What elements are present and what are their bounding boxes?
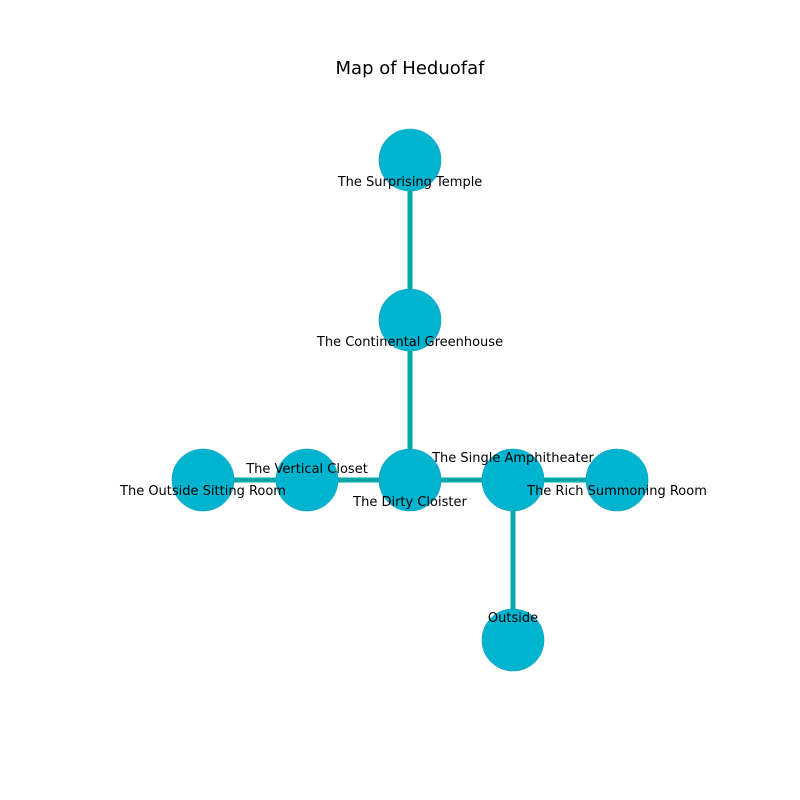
room-label-outside: Outside — [488, 611, 538, 626]
room-node-single-amphitheater — [481, 448, 545, 512]
map-title: Map of Heduofaf — [336, 58, 486, 79]
room-node-vertical-closet — [275, 448, 339, 512]
room-label-vertical-closet: The Vertical Closet — [245, 462, 368, 477]
room-label-surprising-temple: The Surprising Temple — [337, 175, 483, 190]
room-node-surprising-temple — [378, 128, 442, 192]
room-label-single-amphitheater: The Single Amphitheater — [431, 451, 594, 466]
room-node-outside-sitting-room — [171, 448, 235, 512]
room-node-continental-greenhouse — [378, 288, 442, 352]
room-label-continental-greenhouse: The Continental Greenhouse — [316, 335, 503, 350]
rooms — [171, 128, 649, 672]
connections — [203, 160, 617, 640]
room-label-dirty-cloister: The Dirty Cloister — [352, 495, 467, 510]
room-node-rich-summoning-room — [585, 448, 649, 512]
room-label-outside-sitting-room: The Outside Sitting Room — [119, 484, 286, 499]
room-node-dirty-cloister — [378, 448, 442, 512]
room-node-outside — [481, 608, 545, 672]
room-label-rich-summoning-room: The Rich Summoning Room — [526, 484, 707, 499]
